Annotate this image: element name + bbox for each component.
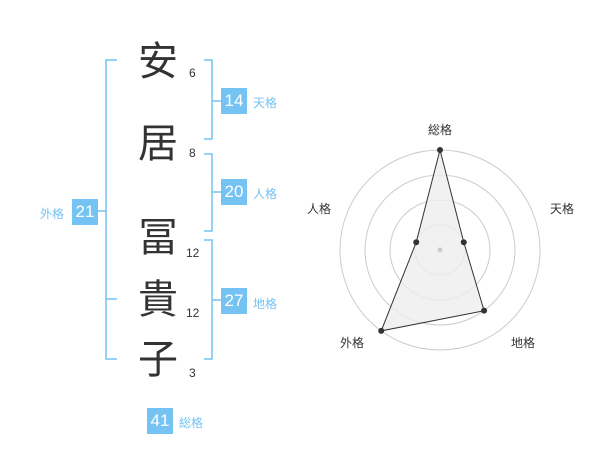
stroke-count: 12 bbox=[186, 246, 200, 260]
stroke-count: 6 bbox=[189, 66, 196, 80]
name-char: 安 bbox=[138, 39, 178, 85]
radar-point bbox=[378, 327, 385, 334]
radar-point bbox=[437, 147, 443, 153]
radar-point bbox=[481, 307, 488, 314]
name-char: 冨 bbox=[138, 215, 178, 261]
name-char: 子 bbox=[138, 337, 178, 383]
radar-axis-label: 人格 bbox=[307, 202, 332, 216]
radar-area bbox=[380, 149, 485, 332]
chikaku-label: 地格 bbox=[253, 297, 278, 311]
stroke-count: 3 bbox=[189, 366, 196, 380]
stroke-count: 12 bbox=[186, 306, 200, 320]
radar-axis-label: 天格 bbox=[550, 202, 575, 216]
tenkaku-badge: 14 bbox=[221, 88, 247, 114]
radar-chart bbox=[339, 147, 541, 351]
radar-axis-label: 外格 bbox=[340, 336, 365, 350]
gaikaku-badge: 21 bbox=[72, 199, 98, 225]
tenkaku-label: 天格 bbox=[253, 96, 278, 110]
radar-center bbox=[437, 247, 443, 253]
name-char: 居 bbox=[138, 121, 178, 167]
radar-point bbox=[413, 239, 420, 246]
radar-axis-label: 総格 bbox=[428, 123, 453, 137]
radar-axis-label: 地格 bbox=[511, 336, 536, 350]
name-char: 貴 bbox=[138, 277, 178, 323]
jinkaku-label: 人格 bbox=[253, 187, 278, 201]
soukaku-badge: 41 bbox=[147, 408, 173, 434]
radar-point bbox=[460, 239, 467, 246]
jinkaku-badge: 20 bbox=[221, 179, 247, 205]
stroke-count: 8 bbox=[189, 146, 196, 160]
soukaku-label: 総格 bbox=[179, 416, 204, 430]
chikaku-badge: 27 bbox=[221, 288, 247, 314]
gaikaku-label: 外格 bbox=[40, 207, 65, 221]
